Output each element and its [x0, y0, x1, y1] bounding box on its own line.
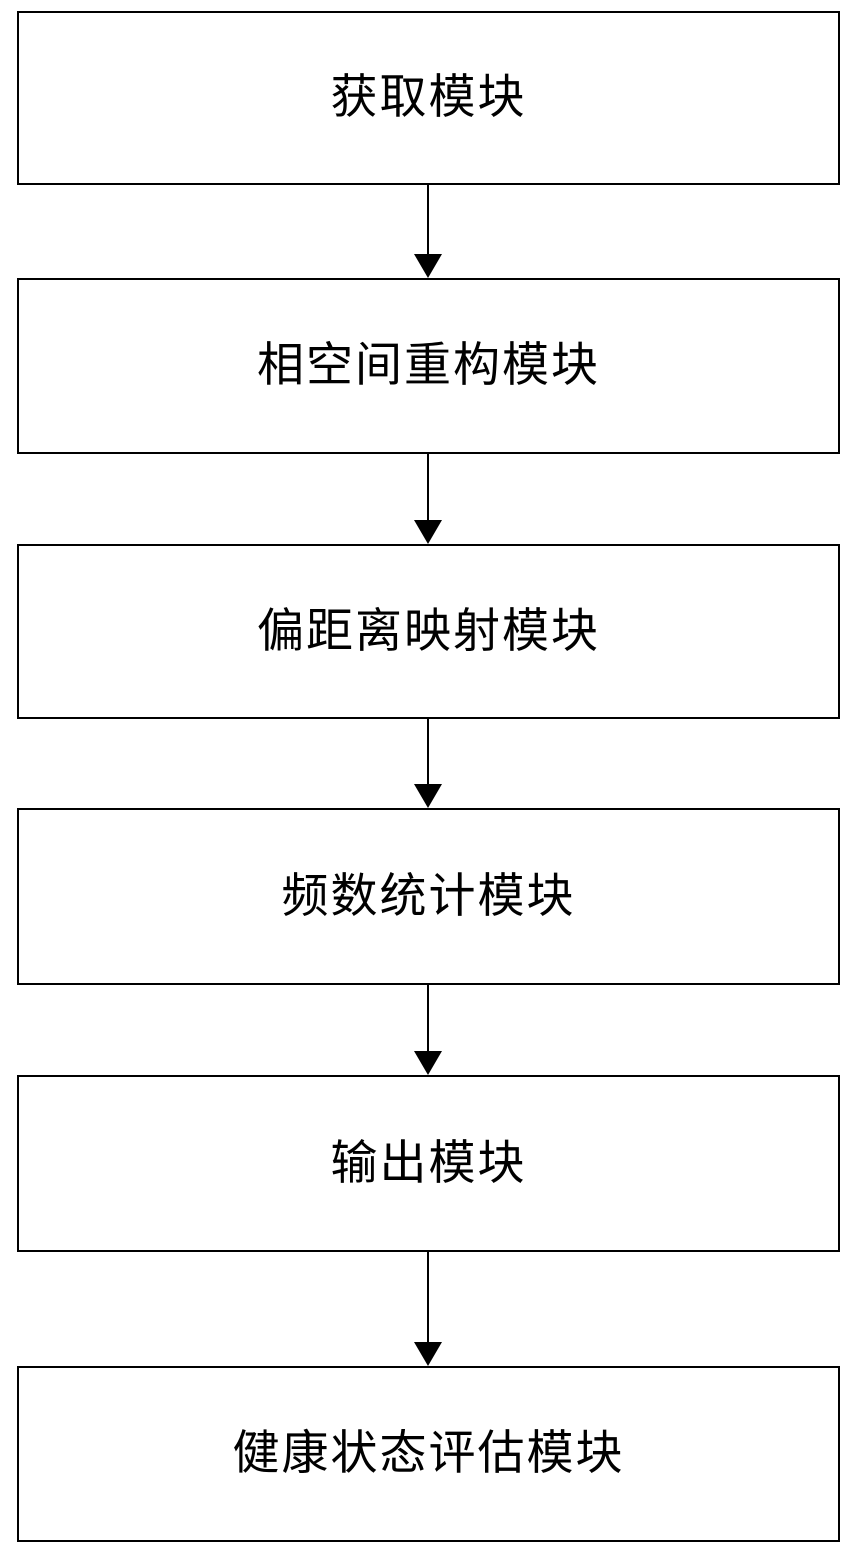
node-label: 相空间重构模块	[257, 338, 600, 394]
flowchart-node-output[interactable]: 输出模块	[17, 1075, 840, 1252]
flowchart-arrow-down	[412, 719, 444, 808]
node-label: 频数统计模块	[281, 868, 576, 924]
flowchart-arrow-down	[412, 985, 444, 1075]
flowchart-arrow-down	[412, 185, 444, 278]
flowchart-node-offset-distance-mapping[interactable]: 偏距离映射模块	[17, 544, 840, 719]
node-label: 健康状态评估模块	[232, 1426, 625, 1482]
node-label: 输出模块	[330, 1135, 527, 1191]
flowchart-node-phase-space-reconstruction[interactable]: 相空间重构模块	[17, 278, 840, 454]
node-label: 偏距离映射模块	[257, 603, 600, 659]
flowchart-arrow-down	[412, 1252, 444, 1366]
flowchart-arrow-down	[412, 454, 444, 544]
flowchart-node-acquisition[interactable]: 获取模块	[17, 11, 840, 185]
flowchart-node-frequency-statistics[interactable]: 频数统计模块	[17, 808, 840, 985]
flowchart-node-health-status-assessment[interactable]: 健康状态评估模块	[17, 1366, 840, 1542]
node-label: 获取模块	[330, 70, 527, 126]
